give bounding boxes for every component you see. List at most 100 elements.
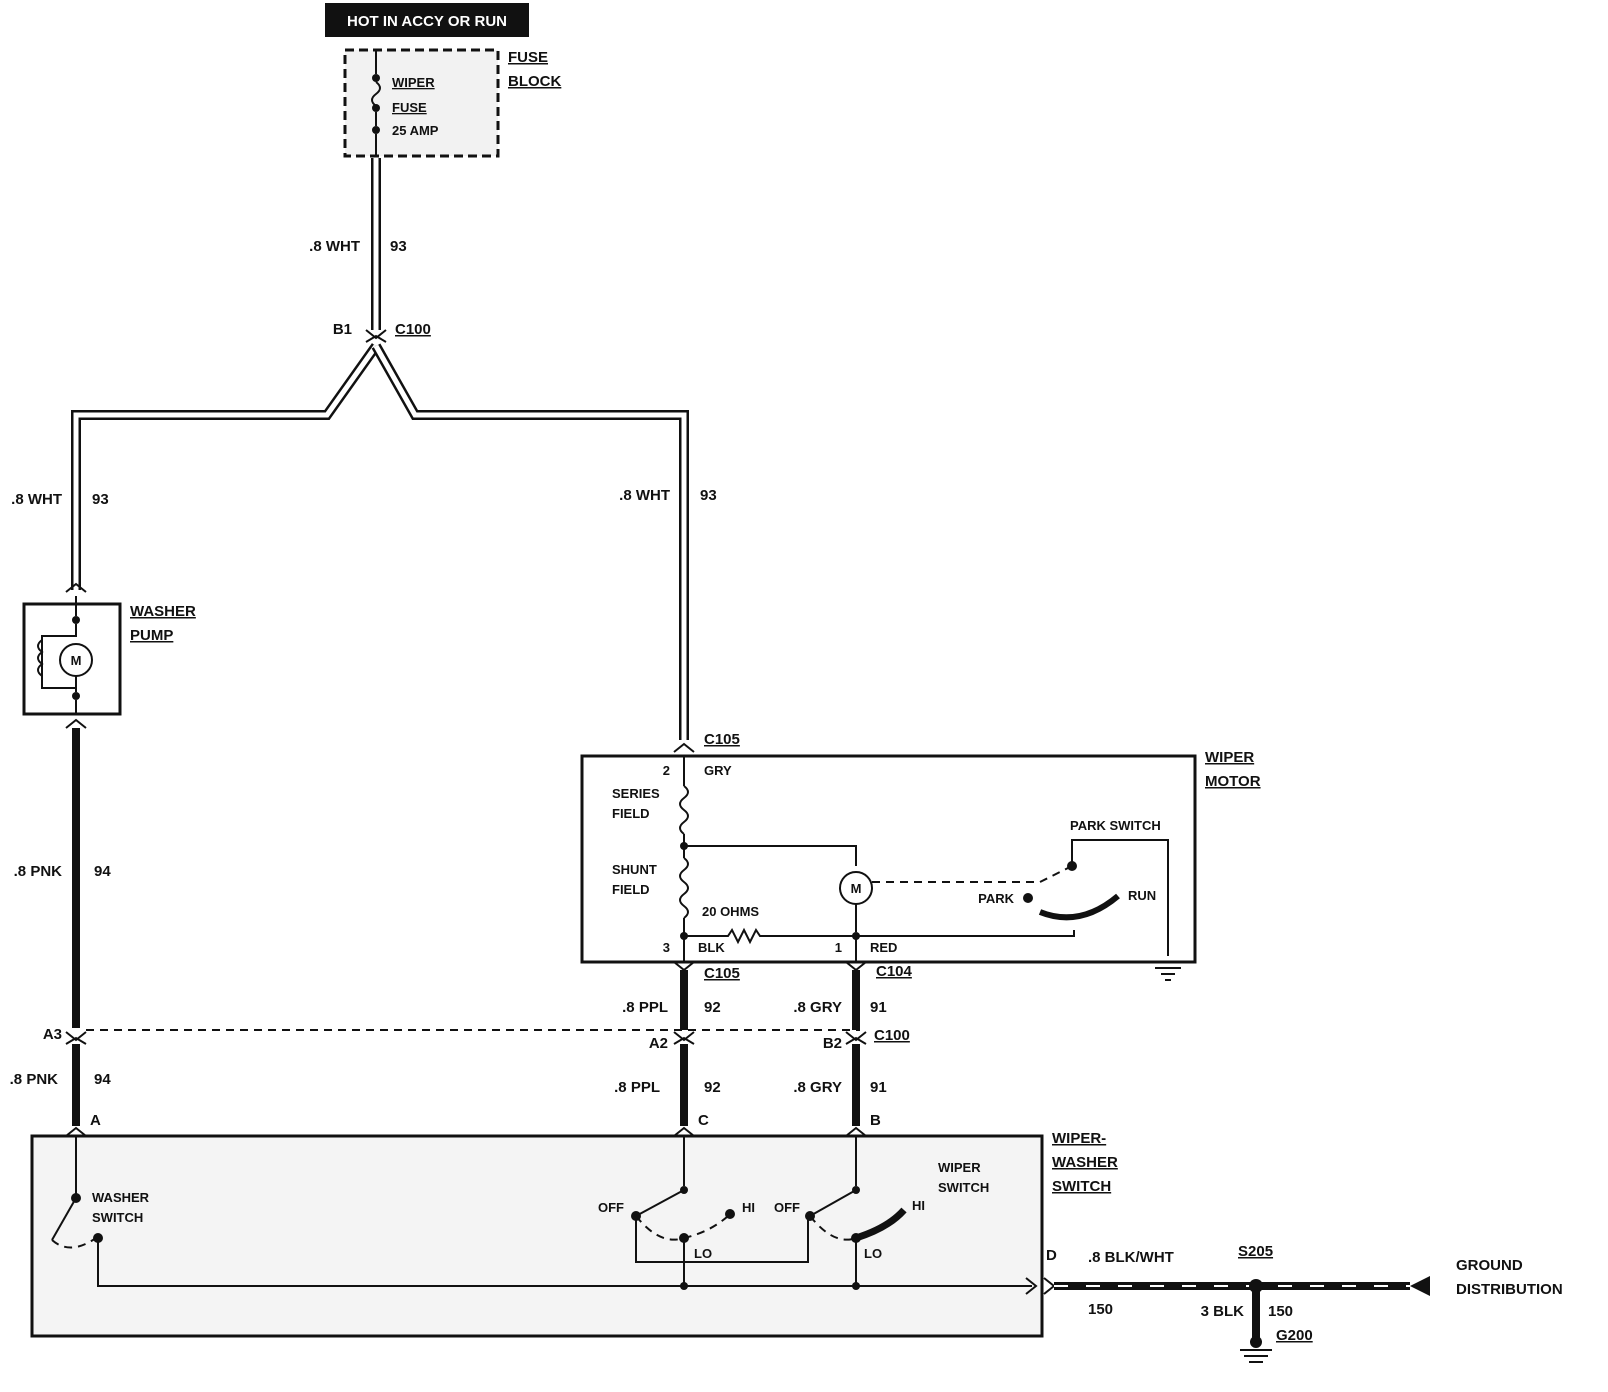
hi-2-label: HI [912,1198,925,1213]
fuse-block-title-line2: BLOCK [508,73,561,90]
ground-dist-line1: GROUND [1456,1257,1523,1274]
b2-pin: B2 [823,1035,842,1052]
lo-lower-circuit: 92 [704,1079,721,1096]
wiper-motor-armature-label: M [851,881,862,896]
hi-upper-color: .8 GRY [793,999,842,1016]
c104-pin-1: 1 [835,940,842,955]
feed-wire-color: .8 WHT [309,238,360,255]
switch-title-line1: WIPER- [1052,1130,1106,1147]
g200-label: G200 [1276,1327,1313,1344]
wiper-switch-line1: WIPER [938,1160,981,1175]
g200-wire-circuit: 150 [1268,1303,1293,1320]
hi-wire: C104 .8 GRY 91 B2 C100 .8 GRY 91 B [793,961,913,1137]
fuse-block-title-line1: FUSE [508,49,548,66]
wiper-motor-title-line2: MOTOR [1205,773,1261,790]
pin-c: C [698,1112,709,1129]
power-label: HOT IN ACCY OR RUN [347,13,507,30]
ground-dist-line2: DISTRIBUTION [1456,1281,1563,1298]
splice-label: S205 [1238,1243,1273,1260]
ground-wire-color: .8 BLK/WHT [1088,1249,1174,1266]
washer-pump-title-line2: PUMP [130,627,173,644]
pump-lower-color: .8 PNK [10,1071,59,1088]
wiper-motor: WIPER MOTOR C105 2 GRY SERIES FIELD SHUN… [580,731,1261,981]
lo-upper-color: .8 PPL [622,999,668,1016]
c100-top-pin: B1 [333,321,352,338]
resistor-20-ohms [684,927,856,945]
fuse-icon [371,81,381,107]
g200-wire-color: 3 BLK [1201,1303,1245,1320]
hi-upper-circuit: 91 [870,999,887,1016]
lo-upper-circuit: 92 [704,999,721,1016]
right-wire-circuit: 93 [700,487,717,504]
ground-wire-circuit: 150 [1088,1301,1113,1318]
park-switch-contact [1038,893,1120,921]
fuse-rating: 25 AMP [392,123,439,138]
wiper-washer-switch: WIPER- WASHER SWITCH WASHER SWITCH OFF H… [30,1130,1118,1338]
wiper-motor-title-line1: WIPER [1205,749,1254,766]
fuse-name-line2: FUSE [392,100,427,115]
series-field-coil [679,785,689,835]
c105-blk: BLK [698,940,725,955]
washer-pump-motor-label: M [71,653,82,668]
pin-d: D [1046,1247,1057,1264]
a3-pin: A3 [43,1026,62,1043]
c104-red: RED [870,940,897,955]
series-field-line1: SERIES [612,786,660,801]
c105-pin-2: 2 [663,763,670,778]
c105-top-label: C105 [704,731,740,748]
ground-distribution: D .8 BLK/WHT 150 S205 3 BLK 150 G200 GRO… [1043,1243,1563,1363]
off-1-label: OFF [598,1200,624,1215]
pump-out-color: .8 PNK [14,863,63,880]
a2-pin: A2 [649,1035,668,1052]
power-source: HOT IN ACCY OR RUN [325,3,529,37]
feed-wire: .8 WHT 93 B1 C100 .8 WHT 93 .8 WHT 93 [11,158,717,740]
lo-2-label: LO [864,1246,882,1261]
hi-1-label: HI [742,1200,755,1215]
wiper-switch-contact [854,1207,907,1242]
hi-lower-circuit: 91 [870,1079,887,1096]
switch-title-line3: SWITCH [1052,1178,1111,1195]
feed-wire-circuit: 93 [390,238,407,255]
c104-label: C104 [876,963,913,980]
c100-bottom-label: C100 [874,1027,910,1044]
park-label: PARK [978,891,1014,906]
left-wire-color: .8 WHT [11,491,62,508]
c105-pin-3: 3 [663,940,670,955]
switch-title-line2: WASHER [1052,1154,1118,1171]
shunt-field-line1: SHUNT [612,862,657,877]
c100-top-label: C100 [395,321,431,338]
g200-ground-icon [1240,1349,1272,1363]
wiper-switch-line2: SWITCH [938,1180,989,1195]
lo-lower-color: .8 PPL [614,1079,660,1096]
right-wire-color: .8 WHT [619,487,670,504]
motor-ground-icon [1150,961,1186,981]
park-switch-label: PARK SWITCH [1070,818,1161,833]
wiper-switch-blade-1 [635,1189,685,1217]
shunt-field-line2: FIELD [612,882,650,897]
pump-lower-circuit: 94 [94,1071,111,1088]
washer-switch-line1: WASHER [92,1190,150,1205]
left-wire-circuit: 93 [92,491,109,508]
off-2-label: OFF [774,1200,800,1215]
c100-top-connector [365,329,387,340]
fuse-block: WIPER FUSE 25 AMP FUSE BLOCK [343,48,561,158]
resistor-label: 20 OHMS [702,904,759,919]
lo-1-label: LO [694,1246,712,1261]
fuse-name-line1: WIPER [392,75,435,90]
pump-out-circuit: 94 [94,863,111,880]
series-field-line2: FIELD [612,806,650,821]
lo-wire: C105 .8 PPL 92 A2 .8 PPL 92 C [614,961,740,1137]
run-label: RUN [1128,888,1156,903]
pump-output-wire: .8 PNK 94 A3 .8 PNK 94 A [10,728,111,1137]
washer-pump: M WASHER PUMP [22,582,196,729]
c105-gry: GRY [704,763,732,778]
ground-distribution-arrow [1410,1276,1430,1296]
pin-a: A [90,1112,101,1129]
c105-bottom-label: C105 [704,965,740,982]
pin-b: B [870,1112,881,1129]
hi-lower-color: .8 GRY [793,1079,842,1096]
shunt-field-coil [679,857,689,919]
wiper-switch-blade-2 [809,1189,857,1217]
washer-pump-title-line1: WASHER [130,603,196,620]
